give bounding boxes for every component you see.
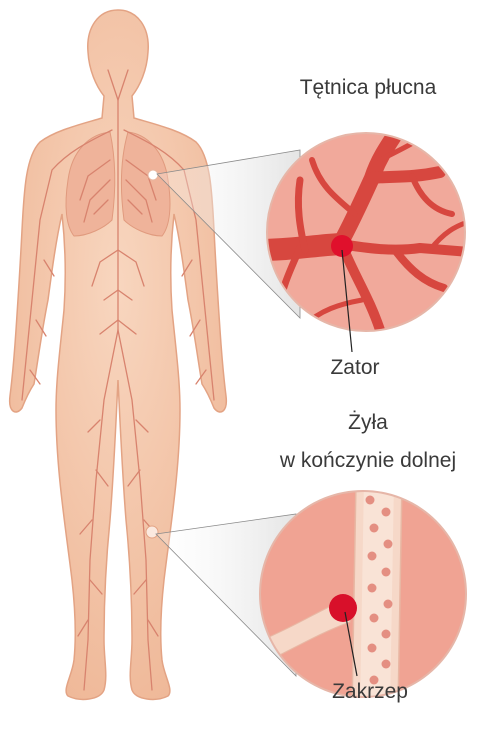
vein-location-marker: [146, 526, 158, 538]
leg-vein-label-line2: w kończynie dolnej: [268, 442, 468, 480]
clot-label: Zakrzep: [300, 680, 440, 704]
leg-vein-label-line1: Żyła: [268, 404, 468, 442]
artery-location-marker: [148, 170, 158, 180]
leg-vein-label: Żyła w kończynie dolnej: [268, 404, 468, 480]
human-body-figure: [10, 10, 227, 699]
clot-dot: [329, 594, 357, 622]
embolus-label: Zator: [300, 356, 410, 380]
pulmonary-artery-label: Tętnica płucna: [268, 76, 468, 100]
